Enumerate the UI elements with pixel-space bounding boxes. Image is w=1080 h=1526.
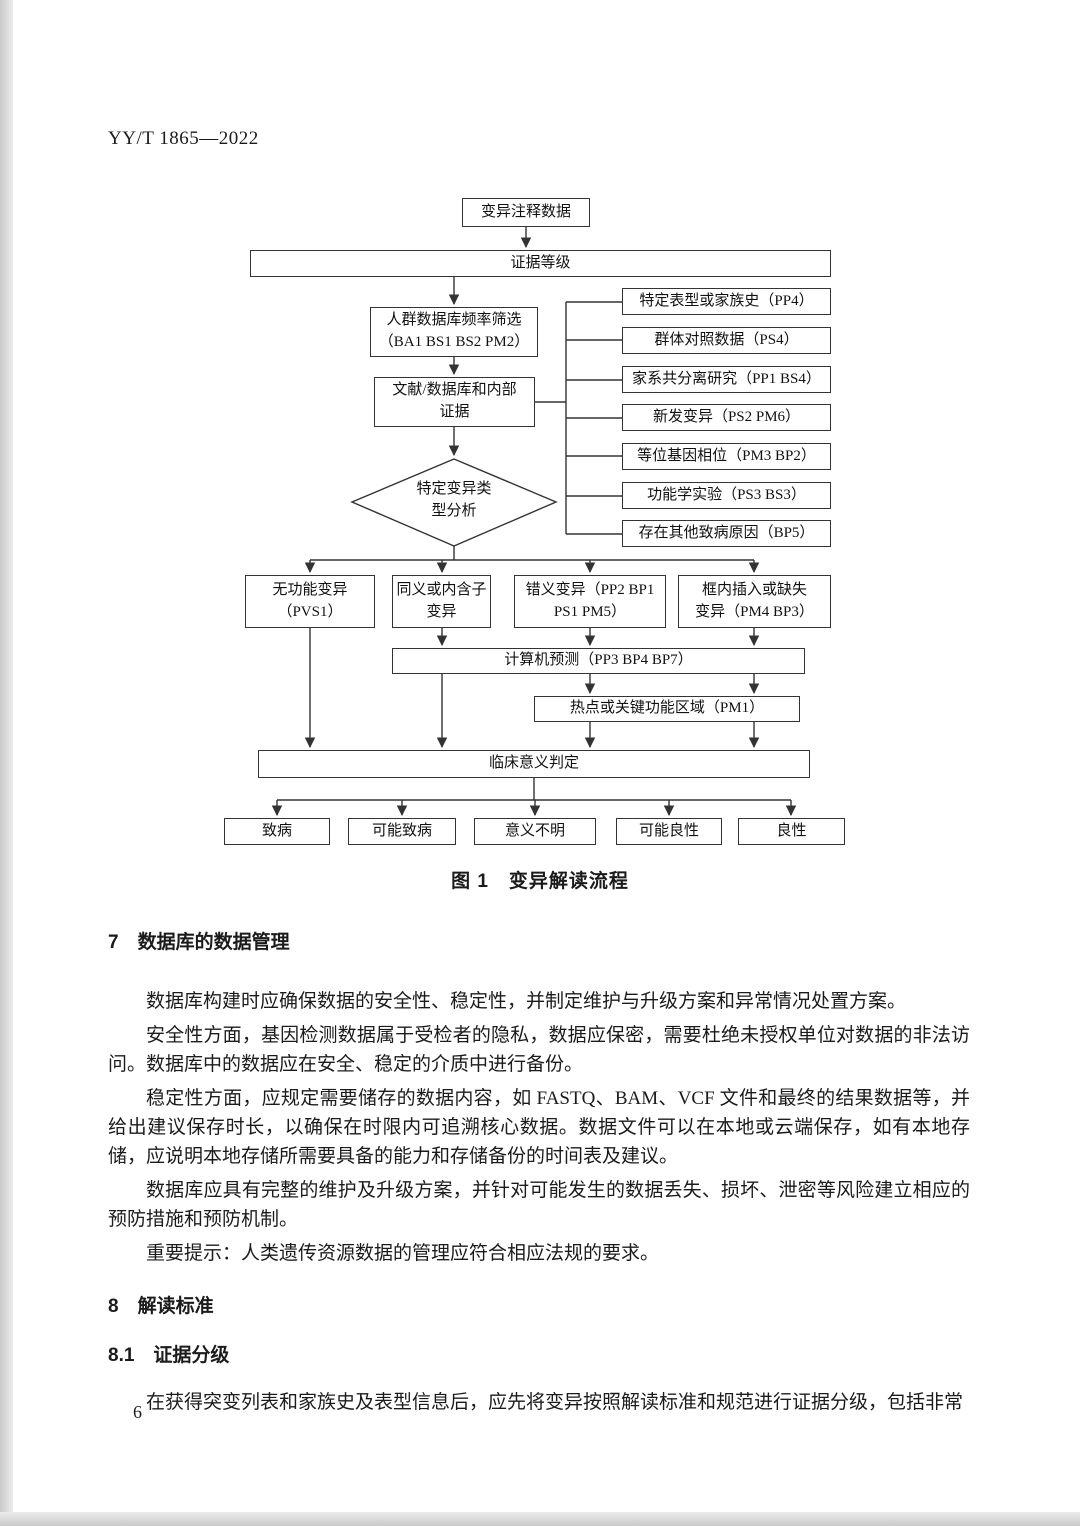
section-8-heading: 8 解读标准 — [108, 1296, 214, 1317]
body-text: 7 数据库的数据管理 数据库构建时应确保数据的安全性、稳定性，并制定维护与升级方… — [108, 928, 970, 1422]
flow-diamond-label: 特定变异类 型分析 — [416, 481, 492, 519]
section-7-paragraph-2: 安全性方面，基因检测数据属于受检者的隐私，数据应保密，需要杜绝未授权单位对数据的… — [108, 1025, 970, 1075]
doc-number: YY/T 1865—2022 — [108, 128, 259, 149]
flow-box-hotspot-functional-domain: 热点或关键功能区域（PM1） — [534, 696, 800, 722]
section-8-1-paragraph-1: 在获得突变列表和家族史及表型信息后，应先将变异按照解读标准和规范进行证据分级，包… — [146, 1392, 964, 1413]
section-7-paragraph-3: 稳定性方面，应规定需要储存的数据内容，如 FASTQ、BAM、VCF 文件和最终… — [108, 1088, 970, 1167]
flow-box-computational-prediction: 计算机预测（PP3 BP4 BP7） — [392, 648, 805, 674]
flow-box-uncertain-significance: 意义不明 — [474, 818, 596, 845]
flow-box-benign: 良性 — [738, 818, 845, 845]
scan-edge-left — [0, 0, 13, 1526]
figure-flowchart: 变异注释数据 证据等级 人群数据库频率筛选 （BA1 BS1 BS2 PM2） … — [224, 198, 845, 845]
flow-box-loss-of-function: 无功能变异 （PVS1） — [245, 575, 375, 628]
figure-caption: 图 1 变异解读流程 — [451, 871, 629, 892]
flow-box-cosegregation-study: 家系共分离研究（PP1 BS4） — [622, 366, 831, 393]
section-7-heading: 7 数据库的数据管理 — [108, 932, 290, 953]
flowchart-connectors — [271, 227, 797, 817]
flow-box-likely-pathogenic: 可能致病 — [348, 818, 456, 845]
page-number: 6 — [133, 1402, 142, 1422]
flow-box-evidence-level: 证据等级 — [250, 250, 831, 277]
section-7-important-note: 重要提示：人类遗传资源数据的管理应符合相应法规的要求。 — [146, 1243, 660, 1264]
scan-edge-bottom — [0, 1512, 1080, 1526]
flow-box-synonymous-intronic: 同义或内含子 变异 — [392, 575, 491, 628]
flow-box-pathogenic: 致病 — [224, 818, 330, 845]
flow-box-phenotype-family-history: 特定表型或家族史（PP4） — [622, 288, 831, 315]
flow-box-likely-benign: 可能良性 — [616, 818, 722, 845]
flow-box-inframe-indel: 框内插入或缺失 变异（PM4 BP3） — [678, 575, 831, 628]
connector-lines — [271, 227, 797, 817]
section-7-paragraph-1: 数据库构建时应确保数据的安全性、稳定性，并制定维护与升级方案和异常情况处置方案。 — [146, 991, 907, 1012]
flow-box-denovo-variant: 新发变异（PS2 PM6） — [622, 404, 831, 431]
section-8-1-heading: 8.1 证据分级 — [108, 1345, 230, 1366]
flow-box-other-pathogenic-cause: 存在其他致病原因（BP5） — [622, 520, 831, 547]
flow-box-annotation-data: 变异注释数据 — [462, 198, 590, 227]
flow-diamond-shape — [350, 458, 558, 547]
flow-box-population-frequency: 人群数据库频率筛选 （BA1 BS1 BS2 PM2） — [370, 307, 538, 357]
flow-box-literature-evidence: 文献/数据库和内部 证据 — [374, 377, 535, 427]
flow-box-functional-experiment: 功能学实验（PS3 BS3） — [622, 482, 831, 509]
flow-box-allelic-phase: 等位基因相位（PM3 BP2） — [622, 443, 831, 470]
flow-box-missense: 错义变异（PP2 BP1 PS1 PM5） — [514, 575, 666, 628]
flow-box-clinical-significance: 临床意义判定 — [258, 750, 810, 778]
section-7-paragraph-4: 数据库应具有完整的维护及升级方案，并针对可能发生的数据丢失、损坏、泄密等风险建立… — [108, 1180, 970, 1230]
flow-box-cohort-control-data: 群体对照数据（PS4） — [622, 327, 831, 354]
